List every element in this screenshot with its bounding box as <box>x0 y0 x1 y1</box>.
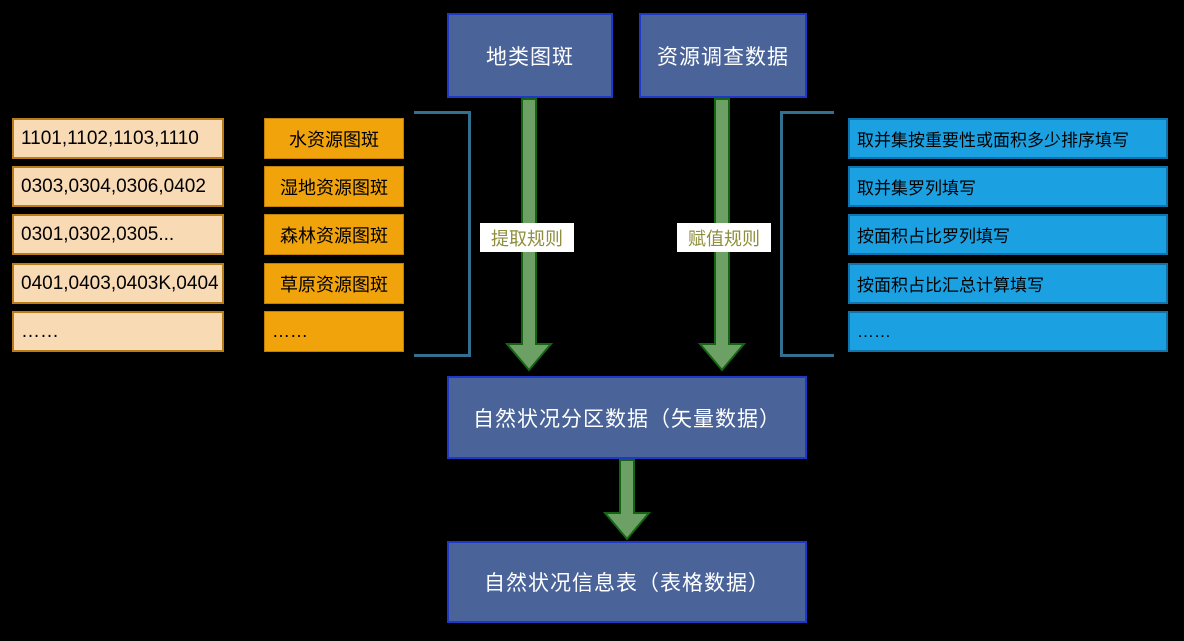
rule-row-4-label: 按面积占比汇总计算填写 <box>857 276 1044 295</box>
extract-rules-label-chip: 提取规则 <box>480 223 574 252</box>
extract-rules-label: 提取规则 <box>491 228 563 249</box>
resource-row-ellipsis-label: …… <box>272 321 308 341</box>
resource-row-grassland: 草原资源图斑 <box>264 263 404 304</box>
node-natural-condition-zoning-data: 自然状况分区数据（矢量数据） <box>447 376 807 459</box>
assign-rules-label: 赋值规则 <box>688 228 760 249</box>
resource-row-wetland: 湿地资源图斑 <box>264 166 404 207</box>
node-natural-condition-info-table-label: 自然状况信息表（表格数据） <box>484 572 770 595</box>
rule-row-ellipsis-label: …… <box>857 321 891 341</box>
node-land-type-patches: 地类图斑 <box>447 13 613 98</box>
resource-row-water: 水资源图斑 <box>264 118 404 159</box>
resource-row-ellipsis: …… <box>264 311 404 352</box>
node-natural-condition-zoning-data-label: 自然状况分区数据（矢量数据） <box>473 407 781 431</box>
resource-row-water-label: 水资源图斑 <box>289 129 379 150</box>
resource-row-grassland-label: 草原资源图斑 <box>280 274 388 295</box>
code-row-4: 0401,0403,0403K,0404 <box>12 263 224 304</box>
rule-row-2-label: 取并集罗列填写 <box>857 179 976 198</box>
code-row-4-label: 0401,0403,0403K,0404 <box>21 272 219 294</box>
code-row-1: 1101,1102,1103,1110 <box>12 118 224 159</box>
code-row-ellipsis-label: …… <box>21 320 59 342</box>
resource-row-wetland-label: 湿地资源图斑 <box>280 177 388 198</box>
resource-row-forest-label: 森林资源图斑 <box>280 225 388 246</box>
node-resource-survey-data-label: 资源调查数据 <box>657 45 789 69</box>
right-bracket <box>780 111 834 357</box>
node-land-type-patches-label: 地类图斑 <box>486 45 574 69</box>
rule-row-ellipsis: …… <box>848 311 1168 352</box>
node-resource-survey-data: 资源调查数据 <box>639 13 807 98</box>
rule-row-4: 按面积占比汇总计算填写 <box>848 263 1168 304</box>
rule-row-1: 取并集按重要性或面积多少排序填写 <box>848 118 1168 159</box>
code-row-ellipsis: …… <box>12 311 224 352</box>
rule-row-1-label: 取并集按重要性或面积多少排序填写 <box>857 131 1129 150</box>
resource-row-forest: 森林资源图斑 <box>264 214 404 255</box>
left-bracket <box>414 111 471 357</box>
code-row-2: 0303,0304,0306,0402 <box>12 166 224 207</box>
assign-rules-label-chip: 赋值规则 <box>677 223 771 252</box>
node-natural-condition-info-table: 自然状况信息表（表格数据） <box>447 541 807 623</box>
code-row-3: 0301,0302,0305... <box>12 214 224 255</box>
rule-row-2: 取并集罗列填写 <box>848 166 1168 207</box>
code-row-2-label: 0303,0304,0306,0402 <box>21 175 206 197</box>
down-arrow-to-table-icon <box>603 459 651 541</box>
rule-row-3-label: 按面积占比罗列填写 <box>857 227 1010 246</box>
rule-row-3: 按面积占比罗列填写 <box>848 214 1168 255</box>
code-row-1-label: 1101,1102,1103,1110 <box>21 127 199 149</box>
code-row-3-label: 0301,0302,0305... <box>21 223 175 245</box>
